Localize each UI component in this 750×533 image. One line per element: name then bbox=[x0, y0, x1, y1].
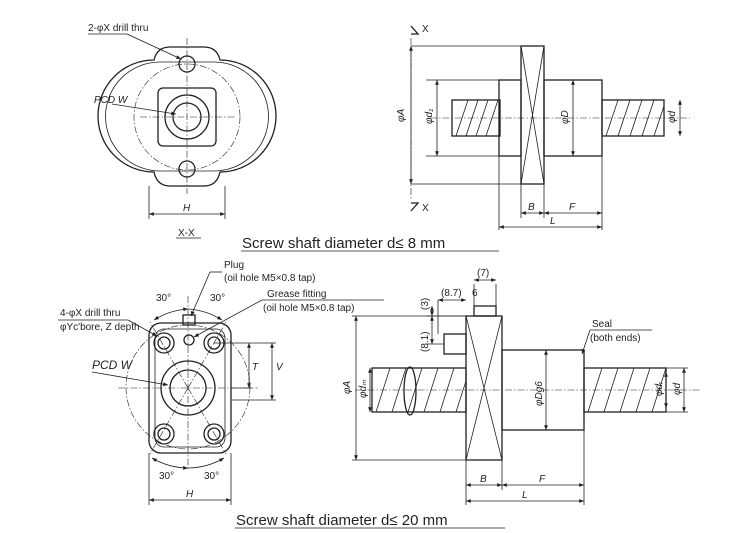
bottom-dm-label: φdₘ bbox=[358, 379, 369, 398]
top-shaft-left-thread bbox=[455, 99, 499, 137]
grease-oil-hole-label: (oil hole M5×0.8 tap) bbox=[263, 303, 354, 314]
bottom-bolt-holes bbox=[153, 332, 225, 445]
top-drill-leader bbox=[126, 33, 182, 60]
top-shaft-right bbox=[601, 99, 665, 137]
top-flange-inner-edge bbox=[105, 61, 269, 172]
top-end-view: 2-φX drill thru PCD W H X-X bbox=[88, 23, 277, 239]
bottom-A-label: φA bbox=[342, 380, 353, 394]
top-d-label: φd bbox=[667, 110, 678, 123]
top-section-mark-lower bbox=[410, 202, 420, 212]
bottom-angle-ray-bl bbox=[149, 387, 189, 455]
bottom-pcd-label: PCD W bbox=[92, 358, 134, 372]
plug-label: Plug bbox=[224, 260, 244, 271]
dim-8-1-label: (8.1) bbox=[420, 331, 431, 352]
bottom-grease-hole bbox=[183, 334, 195, 346]
top-D-label: φD bbox=[560, 110, 571, 124]
top-B-label: B bbox=[528, 202, 535, 213]
top-side-view: X X φA φd₁ φD bbox=[396, 24, 690, 230]
bottom-angle-arc-tl bbox=[153, 307, 189, 321]
top-section-mark-upper bbox=[410, 25, 420, 35]
bottom-caption: Screw shaft diameter d≤ 20 mm bbox=[236, 512, 448, 529]
bottom-angle-arc-br bbox=[187, 457, 225, 469]
top-L-label: L bbox=[550, 216, 556, 227]
bottom-pcd-leader bbox=[91, 371, 169, 387]
grease-leader bbox=[193, 299, 263, 338]
top-section-label: X-X bbox=[178, 228, 195, 239]
bottom-angle-arc-bl bbox=[151, 457, 189, 470]
top-h-label: H bbox=[183, 203, 191, 214]
top-pcd-label: PCD W bbox=[94, 95, 129, 106]
dim-7-label: (7) bbox=[477, 268, 489, 279]
bottom-shaft-right-thread bbox=[587, 367, 667, 413]
bottom-plug bbox=[182, 314, 196, 326]
plug-oil-hole-label: (oil hole M5×0.8 tap) bbox=[224, 273, 315, 284]
bottom-F-label: F bbox=[539, 474, 546, 485]
seal-leader bbox=[581, 329, 591, 355]
dim-8-7-label: (8.7) bbox=[441, 288, 462, 299]
dim-3-label: (3) bbox=[420, 298, 431, 310]
bottom-h-label: H bbox=[186, 489, 194, 500]
bottom-B-label: B bbox=[480, 474, 487, 485]
top-caption: Screw shaft diameter d≤ 8 mm bbox=[242, 235, 445, 252]
bottom-drill-label: 4-φX drill thru bbox=[60, 308, 120, 319]
bottom-plug-side bbox=[473, 305, 497, 317]
bottom-t-label: T bbox=[252, 362, 259, 373]
bottom-drill-leader bbox=[127, 319, 158, 337]
top-flange-cross-b bbox=[520, 45, 545, 185]
bottom-angle-bottom-left: 30° bbox=[159, 471, 174, 482]
top-pcd-leader bbox=[111, 103, 177, 116]
bottom-end-view: 30° 30° 30° 30° Plug (oil hole M5×0.8 ta… bbox=[58, 260, 384, 505]
bottom-angle-ray-tr bbox=[187, 321, 227, 389]
seal-label: Seal bbox=[592, 319, 612, 330]
dim-6-label: 6 bbox=[472, 288, 478, 299]
top-d1-label: φd₁ bbox=[424, 109, 435, 124]
bottom-grease-fitting bbox=[443, 333, 467, 355]
top-A-label: φA bbox=[396, 108, 407, 122]
bottom-side-view: (7) (8.7) 6 (3) (8.1) Seal (both ends) φ… bbox=[342, 268, 700, 505]
top-pcd-circle bbox=[133, 63, 241, 171]
bottom-angle-bottom-right: 30° bbox=[204, 471, 219, 482]
top-shaft-right-thread bbox=[605, 99, 665, 137]
bottom-angle-ray-tl bbox=[149, 321, 189, 389]
grease-fitting-label: Grease fitting bbox=[267, 289, 326, 300]
top-drill-label: 2-φX drill thru bbox=[88, 23, 148, 34]
top-section-mark-upper-label: X bbox=[422, 24, 429, 35]
bottom-L-label: L bbox=[522, 490, 528, 501]
bottom-ball-return bbox=[403, 366, 417, 416]
top-F-label: F bbox=[569, 202, 576, 213]
bottom-dr-label: φdᵣ bbox=[654, 381, 665, 396]
top-section-mark-lower-label: X bbox=[422, 203, 429, 214]
bottom-angle-ray-br bbox=[187, 387, 227, 455]
top-flange-outline bbox=[97, 46, 277, 187]
plug-leader bbox=[190, 271, 211, 317]
bottom-angle-arc-tr bbox=[187, 308, 223, 321]
bottom-flange-cross-b bbox=[465, 315, 503, 461]
bottom-D-label: φDg6 bbox=[534, 381, 545, 406]
bottom-v-label: V bbox=[276, 362, 284, 373]
seal-both-ends-label: (both ends) bbox=[590, 333, 641, 344]
bottom-cbore-label: φYc'bore, Z depth bbox=[60, 322, 140, 333]
bottom-d-label: φd bbox=[672, 382, 683, 395]
bottom-angle-top-right: 30° bbox=[210, 293, 225, 304]
bottom-angle-top-left: 30° bbox=[156, 293, 171, 304]
bottom-shaft-left-thread bbox=[375, 367, 467, 413]
